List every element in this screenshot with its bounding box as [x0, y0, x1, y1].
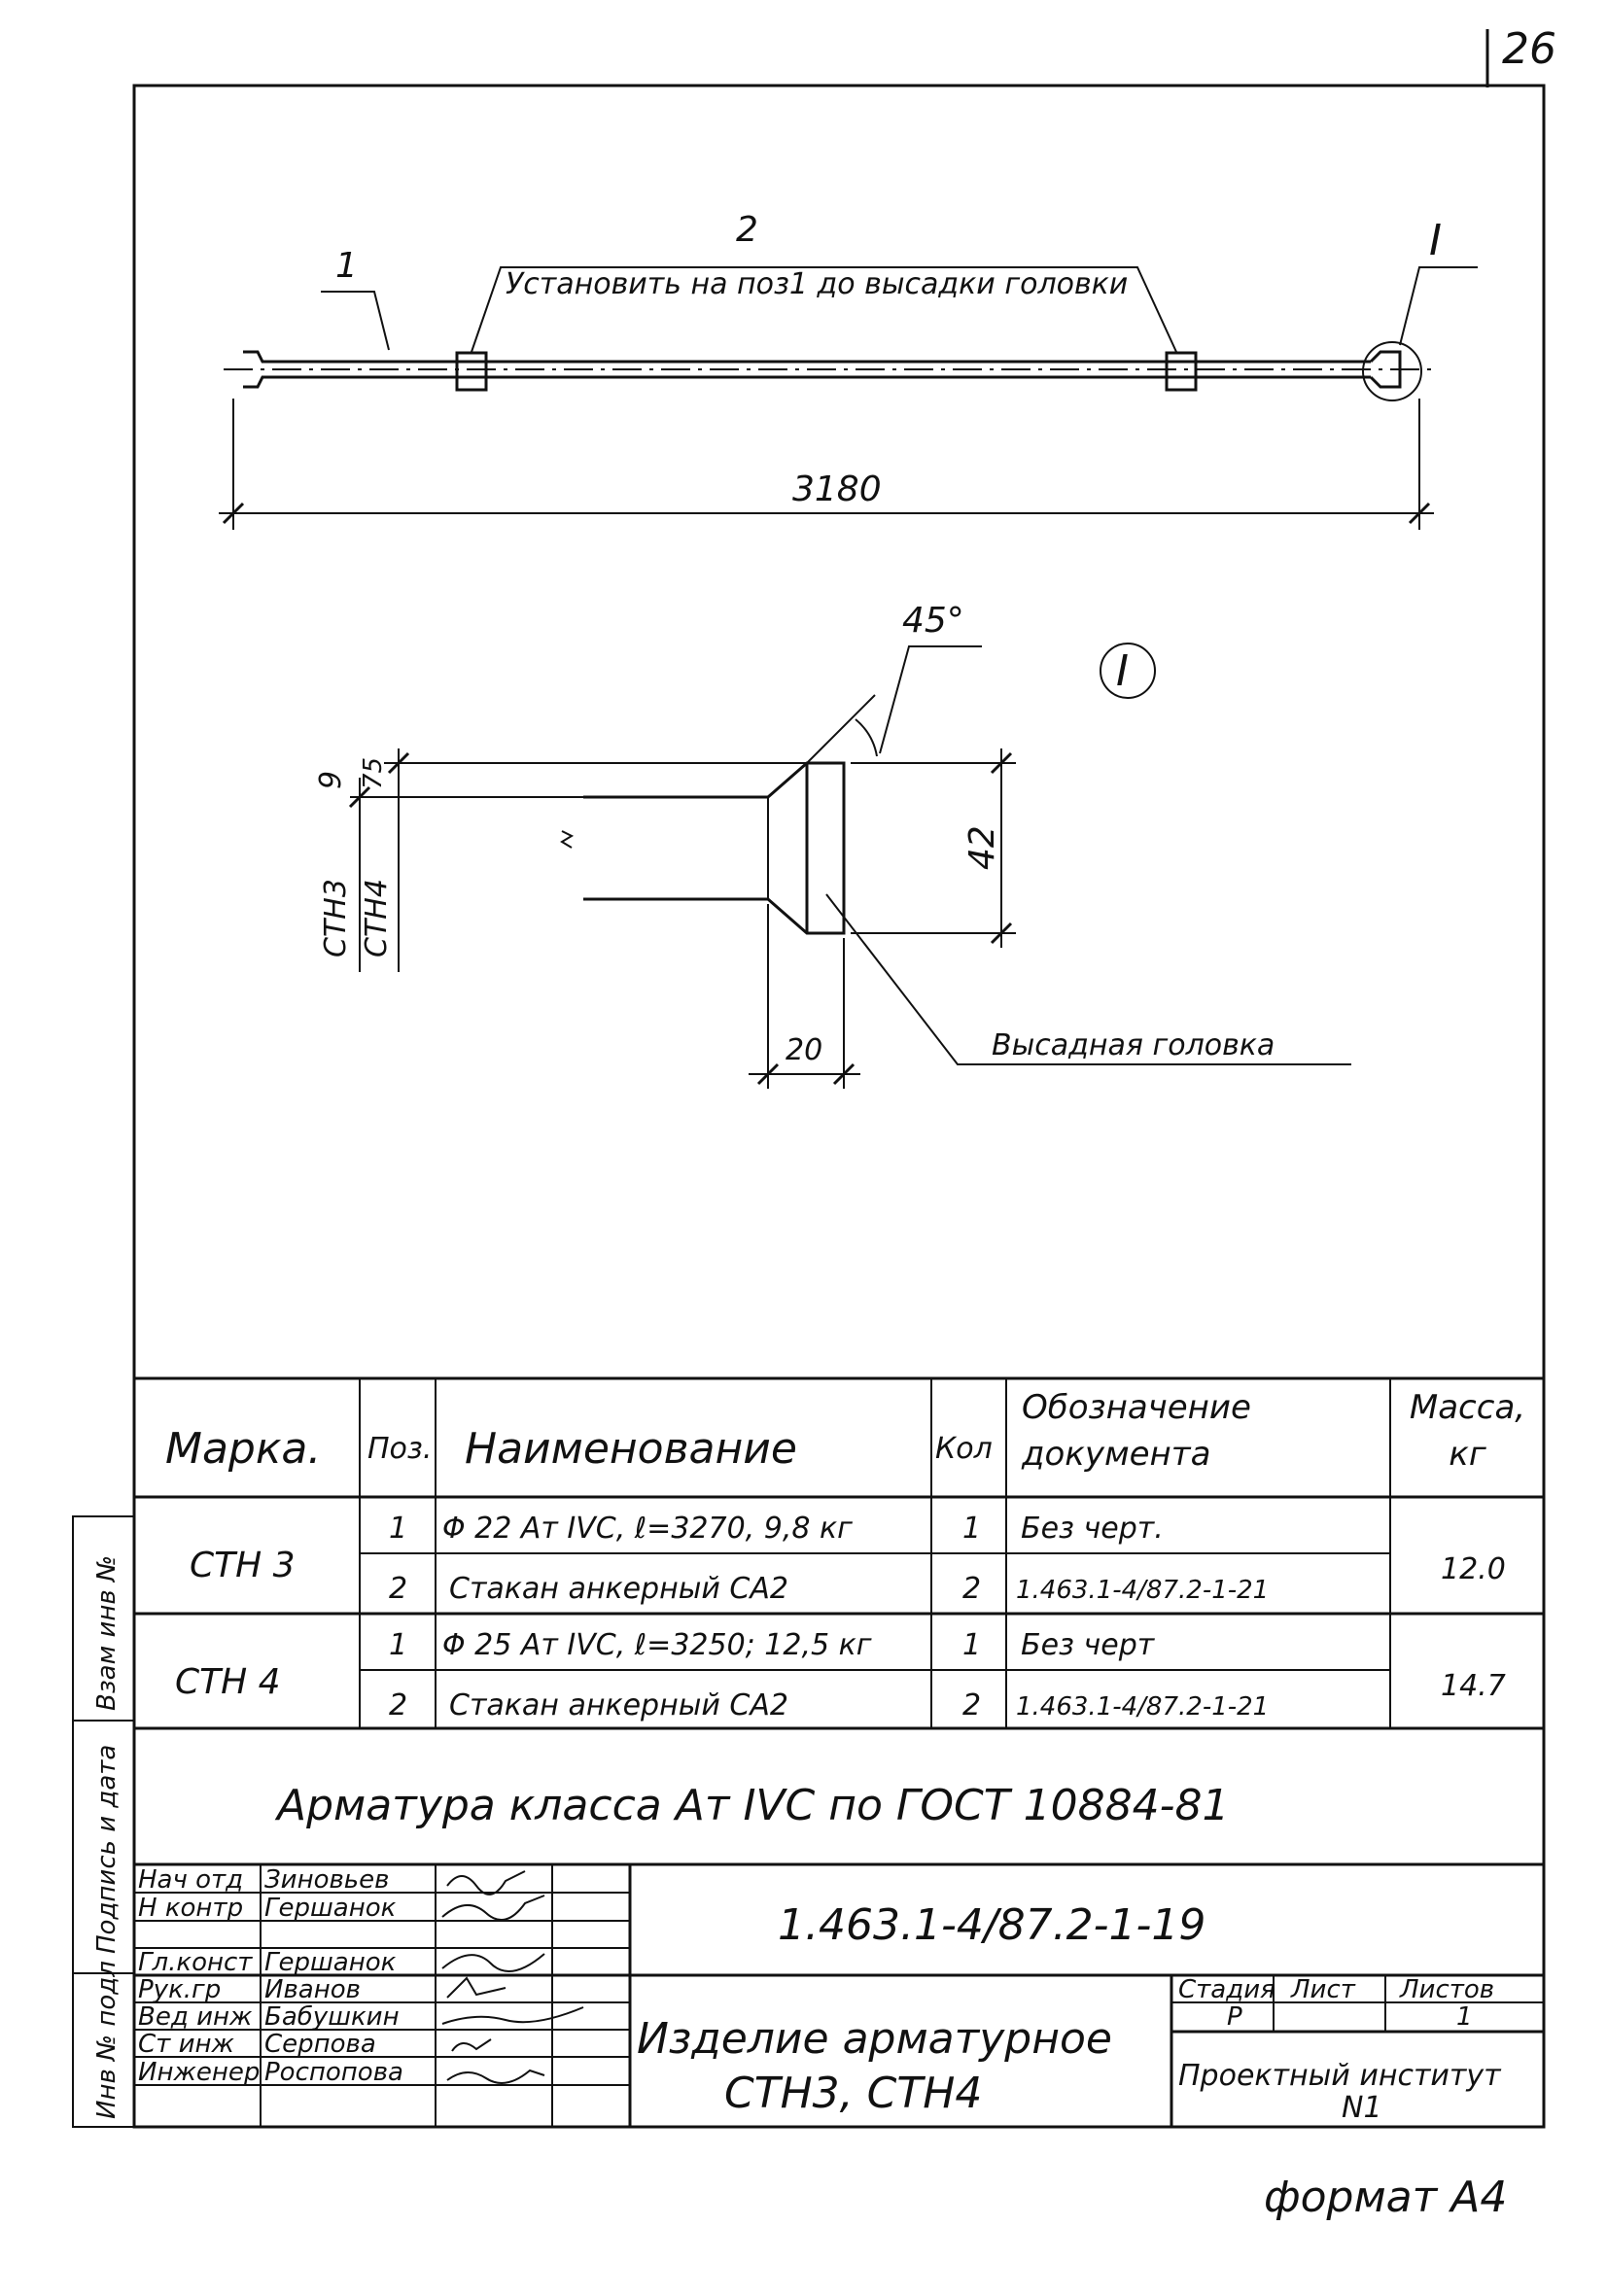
g2-r2-doc: 1.463.1-4/87.2-1-21	[1016, 1692, 1269, 1722]
g2-r1-qty: 1	[962, 1628, 981, 1662]
overall-length: 3180	[792, 470, 882, 509]
sig-name-4: Бабушкин	[264, 2002, 400, 2032]
note-pos2: Установить на поз1 до высадки головки	[506, 267, 1128, 301]
page-number: 26	[1502, 24, 1556, 74]
sheets-header: Листов	[1399, 1975, 1494, 2004]
hdr-qty: Кол	[935, 1432, 993, 1466]
callout-pos1: 1	[335, 246, 358, 286]
sig-role-0: Нач отд	[138, 1865, 243, 1895]
detail-circle	[1362, 341, 1422, 401]
sig-role-2: Гл.конст	[138, 1948, 253, 1977]
sig-role-6: Инженер	[138, 2058, 260, 2087]
sig-name-1: Гершанок	[264, 1894, 397, 1923]
sig-role-3: Рук.гр	[138, 1975, 221, 2004]
spec-note: Арматура класса Ат IVС по ГОСТ 10884-81	[274, 1781, 1229, 1830]
spec-table	[134, 1376, 1544, 1866]
g2-mass: 14.7	[1441, 1669, 1506, 1703]
hdr-mass: Масса, кг	[1409, 1388, 1526, 1474]
mark-sth4: СТН4	[360, 879, 394, 957]
side-stamp-sign: Подпись и дата	[92, 1745, 122, 1954]
g2-r1-pos: 1	[389, 1628, 407, 1662]
sig-role-1: Н контр	[138, 1894, 243, 1923]
callout-pos2: 2	[736, 210, 758, 250]
anchor-sleeve-left	[455, 351, 488, 392]
side-stamp-inv: Взам инв №	[92, 1555, 122, 1711]
sig-name-5: Серпова	[264, 2030, 376, 2059]
g1-r2-doc: 1.463.1-4/87.2-1-21	[1016, 1576, 1269, 1605]
dim-75: 75	[359, 757, 388, 789]
sig-name-2: Гершанок	[264, 1948, 397, 1977]
sig-role-4: Вед инж	[138, 2002, 253, 2032]
sheet-header: Лист	[1290, 1975, 1356, 2004]
org-line2: N1	[1342, 2091, 1382, 2125]
dim-42: 42	[962, 825, 1002, 870]
detail-callout: I	[1429, 216, 1442, 265]
g2-r2-pos: 2	[389, 1688, 407, 1722]
g1-r2-name: Стакан анкерный СА2	[449, 1572, 788, 1606]
mark-sth3: СТН3	[319, 879, 353, 957]
main-frame	[132, 84, 1546, 2129]
g1-r1-name: Φ 22 Ат IVС, ℓ=3270, 9,8 кг	[442, 1512, 853, 1546]
angle-label: 45°	[902, 601, 964, 641]
g1-r2-pos: 2	[389, 1572, 407, 1606]
sheets-value: 1	[1456, 2002, 1473, 2032]
detail-label: I	[1116, 646, 1129, 696]
g1-r1-qty: 1	[962, 1512, 981, 1546]
g2-r1-doc: Без черт	[1021, 1628, 1156, 1662]
sig-role-5: Ст инж	[138, 2030, 234, 2059]
bar-elevation	[224, 341, 1439, 401]
stage-header: Стадия	[1178, 1975, 1275, 2004]
org-line1: Проектный институт	[1178, 2059, 1502, 2093]
handwritten-signatures	[441, 1870, 584, 2084]
hdr-mark: Марка.	[165, 1424, 321, 1474]
g1-r1-doc: Без черт.	[1021, 1512, 1164, 1546]
overall-dimension	[219, 399, 1434, 530]
g2-mark: СТН 4	[175, 1662, 281, 1702]
dim-20: 20	[786, 1033, 822, 1067]
g1-r1-pos: 1	[389, 1512, 407, 1546]
dim-9: 9	[314, 771, 348, 789]
g2-r1-name: Φ 25 Ат IVС, ℓ=3250; 12,5 кг	[442, 1628, 872, 1662]
sig-name-6: Роспопова	[264, 2058, 403, 2087]
title-line2: СТН3, СТН4	[724, 2069, 982, 2118]
hdr-doc-wrap: Обозначение документа	[1022, 1388, 1251, 1474]
side-stamp-orig: Инв № подл	[92, 1961, 122, 2119]
hdr-doc: Обозначение документа	[1022, 1388, 1251, 1474]
hdr-pos: Поз.	[367, 1432, 432, 1466]
g1-mass: 12.0	[1441, 1552, 1506, 1586]
title-line1: Изделие арматурное	[637, 2014, 1112, 2064]
detail-label-circle	[1100, 643, 1156, 699]
g1-mark: СТН 3	[190, 1546, 296, 1585]
g2-r2-qty: 2	[962, 1688, 981, 1722]
hdr-name: Наименование	[465, 1424, 797, 1474]
sig-name-0: Зиновьев	[264, 1865, 389, 1895]
sig-name-3: Иванов	[264, 1975, 361, 2004]
side-stamp-frame	[72, 1515, 135, 2128]
hdr-mass-wrap: Масса, кг	[1409, 1388, 1526, 1474]
title-block	[134, 1864, 1544, 2127]
format-label: формат А4	[1264, 2173, 1507, 2222]
anchor-sleeve-right	[1165, 351, 1198, 392]
doc-code: 1.463.1-4/87.2-1-19	[778, 1900, 1205, 1950]
g1-r2-qty: 2	[962, 1572, 981, 1606]
head-note: Высадная головка	[992, 1028, 1275, 1062]
head-detail	[348, 645, 1351, 1089]
g2-r2-name: Стакан анкерный СА2	[449, 1688, 788, 1722]
stage-value: Р	[1227, 2002, 1242, 2032]
